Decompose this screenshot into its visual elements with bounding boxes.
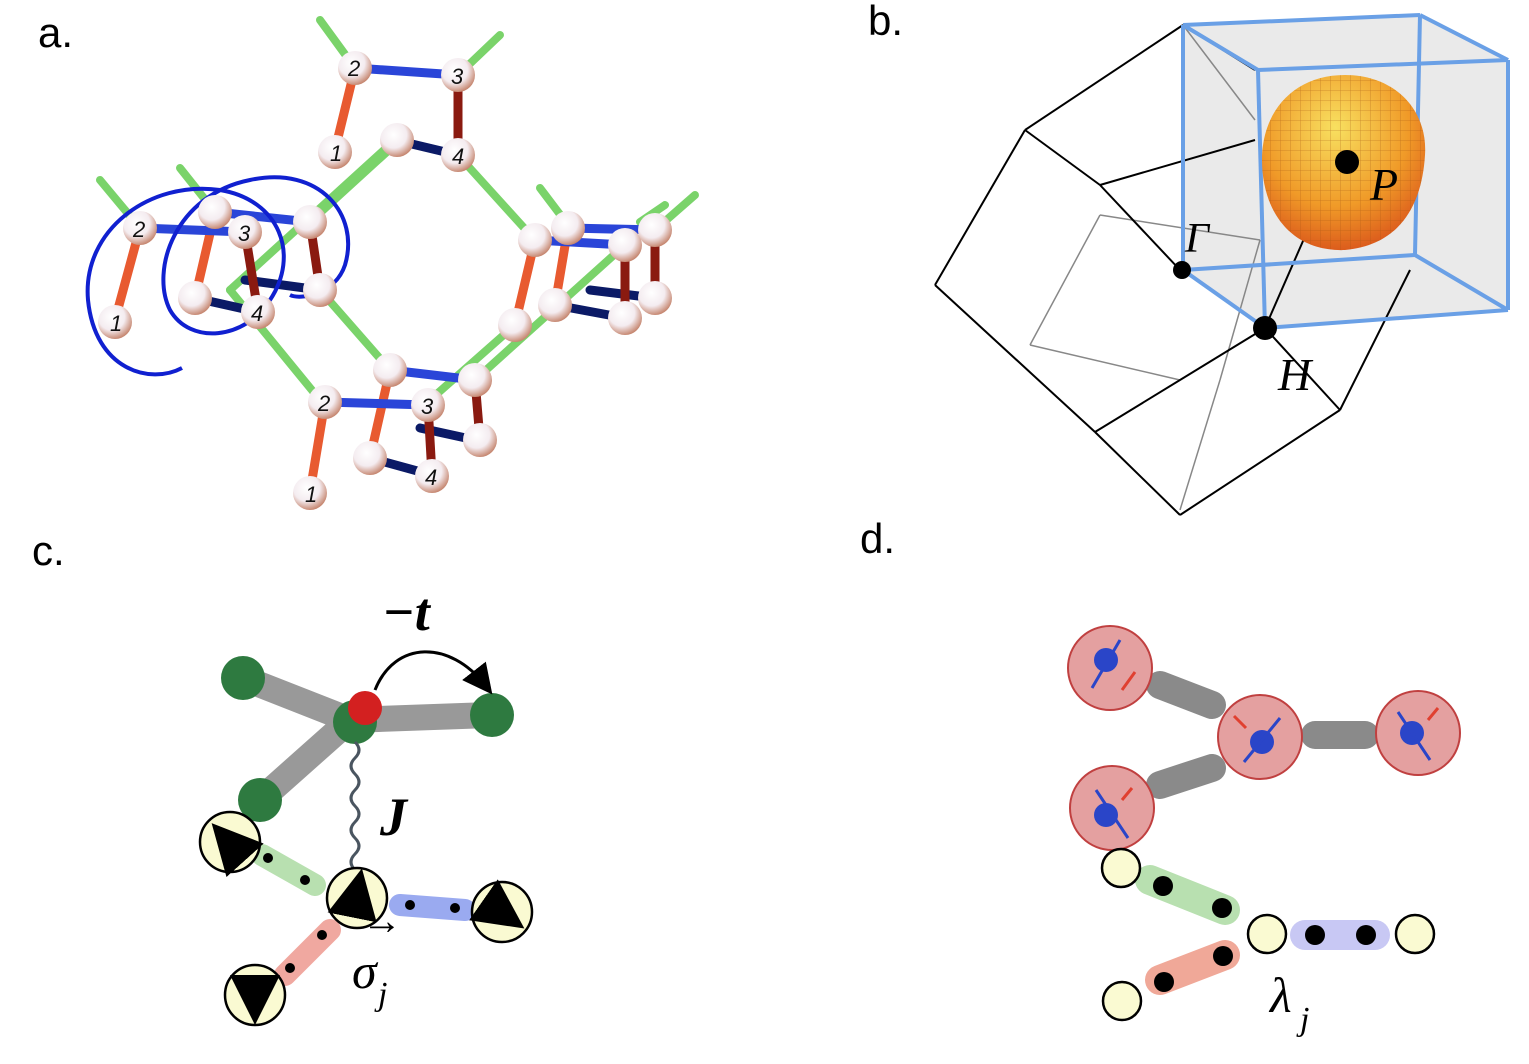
label-spin-vector: → xyxy=(362,898,402,943)
panel-label-a: a. xyxy=(38,9,74,56)
atom-label-1: 1 xyxy=(330,141,342,166)
atom-label-2: 2 xyxy=(317,391,330,416)
label-spin: σ xyxy=(352,943,379,999)
red-site xyxy=(348,691,382,725)
point-h xyxy=(1253,316,1277,340)
label-gamma: Γ xyxy=(1184,216,1211,262)
atom-label-1: 1 xyxy=(305,482,317,507)
green-bonds xyxy=(96,16,699,404)
atom-label-1: 1 xyxy=(110,311,122,336)
point-gamma xyxy=(1173,261,1191,279)
helix xyxy=(85,175,351,377)
atom-label-3: 3 xyxy=(451,64,464,89)
panel-d-model: λ j xyxy=(1067,625,1461,1038)
label-coupling: J xyxy=(379,787,409,847)
panel-c-model: −t J → σ j xyxy=(198,582,534,1027)
hop-arrow xyxy=(373,650,493,695)
label-h: H xyxy=(1277,349,1314,400)
red-bonds xyxy=(110,63,573,497)
label-p: P xyxy=(1369,159,1398,210)
yellow-sites xyxy=(1100,847,1436,1022)
label-spin-subscript: j xyxy=(374,976,387,1013)
atom-label-2: 2 xyxy=(347,56,360,81)
atom-label-3: 3 xyxy=(238,221,251,246)
coupling-line xyxy=(349,740,361,872)
spin-arrows xyxy=(211,823,525,1025)
atom-label-4: 4 xyxy=(452,144,464,169)
atom-label-3: 3 xyxy=(421,394,434,419)
atoms xyxy=(98,51,672,510)
label-lambda-subscript: j xyxy=(1296,1001,1309,1038)
panel-label-c: c. xyxy=(32,527,65,574)
polyhedron-edges xyxy=(934,24,1411,516)
label-lambda: λ xyxy=(1268,967,1292,1023)
panel-a-lattice: 2 3 1 4 2 3 1 4 2 3 1 4 xyxy=(85,16,699,510)
panel-b-brillouin-zone: P Γ H xyxy=(934,13,1510,516)
atom-label-4: 4 xyxy=(251,301,263,326)
label-hopping: −t xyxy=(382,582,432,642)
panel-label-b: b. xyxy=(868,0,904,44)
atom-numbers: 2 3 1 4 2 3 1 4 2 3 1 4 xyxy=(110,56,464,507)
point-p xyxy=(1335,150,1359,174)
atom-label-2: 2 xyxy=(132,217,145,242)
panel-label-d: d. xyxy=(860,515,896,562)
atom-label-4: 4 xyxy=(425,465,437,490)
